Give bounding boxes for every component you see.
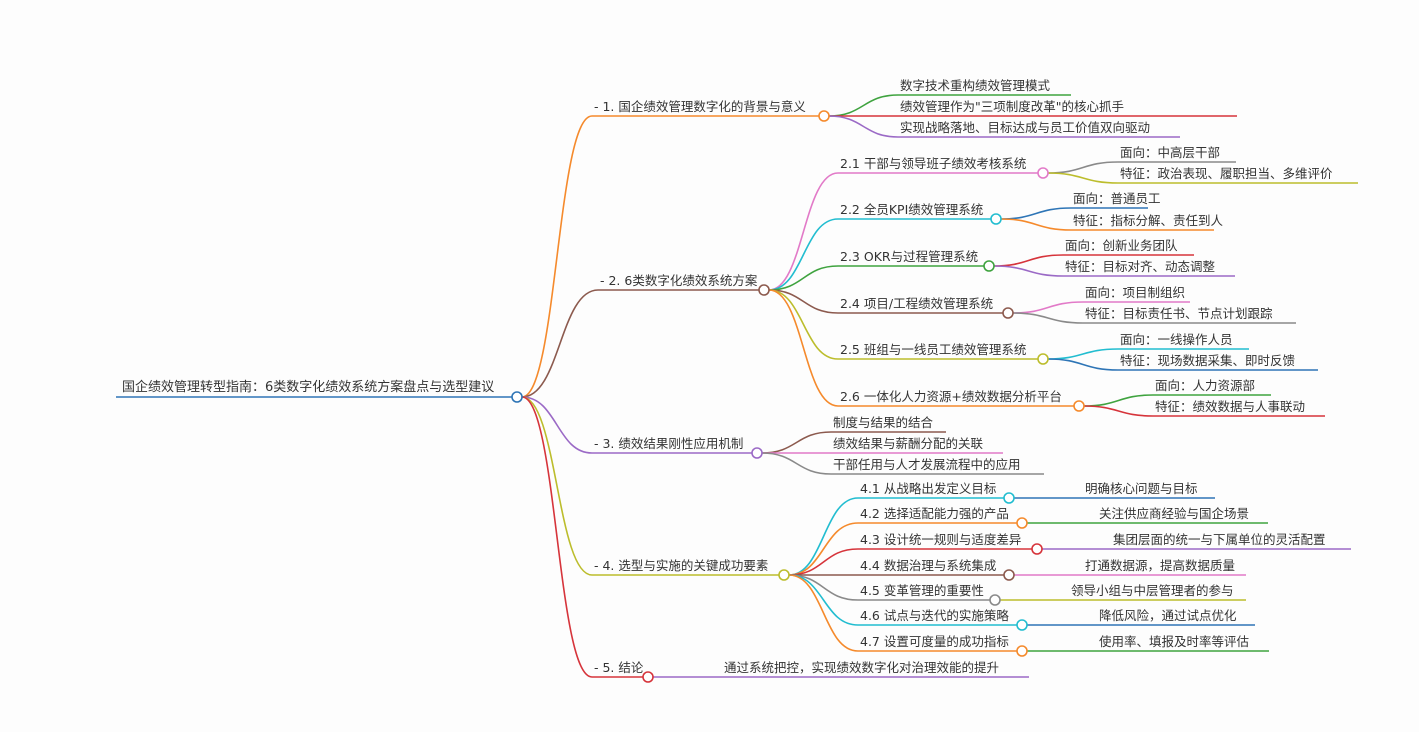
leaf-topic[interactable]: 面向：中高层干部 — [1120, 145, 1221, 160]
edge-root-to-branch-3 — [521, 396, 593, 454]
edge-root-to-branch-5 — [521, 396, 593, 678]
leaf-topic[interactable]: 使用率、填报及时率等评估 — [1099, 634, 1250, 649]
subtopic-4-2[interactable]: 4.2 选择适配能力强的产品 — [860, 506, 1009, 521]
edge-branch-4-subtopic — [788, 497, 859, 576]
leaf-topic[interactable]: 面向：创新业务团队 — [1065, 238, 1178, 253]
edge-branch-4-subtopic — [788, 574, 859, 626]
collapse-toggle-icon[interactable] — [758, 284, 770, 296]
collapse-toggle-icon[interactable] — [1003, 569, 1015, 581]
edge-branch-3-leaf — [761, 431, 832, 454]
collapse-toggle-icon[interactable] — [642, 671, 654, 683]
edge-subtopic-leaf — [1000, 218, 1072, 231]
collapse-toggle-icon[interactable] — [751, 447, 763, 459]
edge-root-to-branch-1 — [521, 115, 593, 398]
edge-subtopic-leaf — [1047, 161, 1119, 174]
edge-subtopic-leaf — [993, 254, 1064, 267]
edge-subtopic-leaf — [1047, 358, 1119, 371]
leaf-topic[interactable]: 明确核心问题与目标 — [1085, 481, 1198, 496]
leaf-topic[interactable]: 关注供应商经验与国企场景 — [1099, 506, 1250, 521]
subtopic-2-5[interactable]: 2.5 班组与一线员工绩效管理系统 — [840, 342, 1027, 357]
collapse-toggle-icon[interactable] — [1073, 400, 1085, 412]
subtopic-4-7[interactable]: 4.7 设置可度量的成功指标 — [860, 634, 1009, 649]
subtopic-2-6[interactable]: 2.6 一体化人力资源+绩效数据分析平台 — [840, 389, 1062, 404]
subtopic-2-2[interactable]: 2.2 全员KPI绩效管理系统 — [840, 202, 984, 217]
subtopic-2-3[interactable]: 2.3 OKR与过程管理系统 — [840, 249, 979, 264]
edge-subtopic-leaf — [1083, 394, 1154, 407]
mindmap-edges — [116, 94, 1358, 678]
edge-branch-2-subtopic — [768, 289, 839, 360]
edge-root-to-branch-4 — [521, 396, 593, 576]
edge-branch-1-leaf — [828, 94, 899, 117]
edge-subtopic-leaf — [993, 265, 1064, 277]
mindmap-nodes — [511, 110, 1085, 683]
edge-subtopic-leaf — [1083, 405, 1154, 417]
leaf-topic[interactable]: 面向：一线操作人员 — [1120, 332, 1233, 347]
collapse-toggle-icon[interactable] — [511, 391, 523, 403]
edge-root-to-branch-2 — [521, 289, 599, 398]
leaf-topic[interactable]: 降低风险，通过试点优化 — [1099, 608, 1237, 623]
root-topic[interactable]: 国企绩效管理转型指南：6类数字化绩效系统方案盘点与选型建议 — [122, 380, 495, 395]
edge-branch-3-leaf — [761, 452, 832, 475]
leaf-topic[interactable]: 绩效管理作为"三项制度改革"的核心抓手 — [900, 99, 1124, 114]
edge-branch-2-subtopic — [768, 218, 839, 291]
leaf-topic[interactable]: 打通数据源，提高数据质量 — [1085, 558, 1236, 573]
edge-branch-4-subtopic — [788, 548, 859, 576]
branch-topic-4[interactable]: - 4. 选型与实施的关键成功要素 — [594, 558, 769, 573]
collapse-toggle-icon[interactable] — [983, 260, 995, 272]
collapse-toggle-icon[interactable] — [778, 569, 790, 581]
leaf-topic[interactable]: 集团层面的统一与下属单位的灵活配置 — [1113, 532, 1326, 547]
edge-branch-1-leaf — [828, 115, 899, 138]
collapse-toggle-icon[interactable] — [989, 594, 1001, 606]
collapse-toggle-icon[interactable] — [1037, 167, 1049, 179]
collapse-toggle-icon[interactable] — [1016, 619, 1028, 631]
edge-branch-2-subtopic — [768, 172, 839, 291]
edge-branch-4-subtopic — [788, 522, 859, 576]
subtopic-2-4[interactable]: 2.4 项目/工程绩效管理系统 — [840, 296, 994, 311]
branch-topic-2[interactable]: - 2. 6类数字化绩效系统方案 — [600, 273, 758, 288]
collapse-toggle-icon[interactable] — [818, 110, 830, 122]
leaf-topic[interactable]: 特征：现场数据采集、即时反馈 — [1120, 353, 1296, 368]
leaf-topic[interactable]: 通过系统把控，实现绩效数字化对治理效能的提升 — [724, 660, 1000, 675]
subtopic-4-3[interactable]: 4.3 设计统一规则与适度差异 — [860, 532, 1022, 547]
leaf-topic[interactable]: 特征：指标分解、责任到人 — [1073, 213, 1224, 228]
leaf-topic[interactable]: 制度与结果的结合 — [833, 415, 934, 430]
leaf-topic[interactable]: 领导小组与中层管理者的参与 — [1071, 583, 1234, 598]
branch-topic-1[interactable]: - 1. 国企绩效管理数字化的背景与意义 — [594, 99, 806, 114]
edge-branch-2-subtopic — [768, 265, 839, 291]
leaf-topic[interactable]: 干部任用与人才发展流程中的应用 — [833, 457, 1021, 472]
leaf-topic[interactable]: 特征：绩效数据与人事联动 — [1155, 399, 1306, 414]
collapse-toggle-icon[interactable] — [1016, 517, 1028, 529]
edge-branch-4-subtopic — [788, 574, 859, 601]
leaf-topic[interactable]: 面向：人力资源部 — [1155, 378, 1256, 393]
leaf-topic[interactable]: 特征：目标对齐、动态调整 — [1065, 259, 1216, 274]
leaf-topic[interactable]: 绩效结果与薪酬分配的关联 — [833, 436, 984, 451]
edge-branch-4-subtopic — [788, 574, 859, 652]
edge-subtopic-leaf — [1012, 301, 1084, 314]
edge-subtopic-leaf — [1012, 312, 1084, 324]
leaf-topic[interactable]: 面向：项目制组织 — [1085, 285, 1186, 300]
subtopic-4-5[interactable]: 4.5 变革管理的重要性 — [860, 583, 984, 598]
leaf-topic[interactable]: 面向：普通员工 — [1073, 191, 1161, 206]
leaf-topic[interactable]: 实现战略落地、目标达成与员工价值双向驱动 — [900, 120, 1151, 135]
leaf-topic[interactable]: 特征：政治表现、履职担当、多维评价 — [1120, 166, 1333, 181]
edge-subtopic-leaf — [1047, 172, 1119, 184]
edge-subtopic-leaf — [1000, 207, 1072, 220]
collapse-toggle-icon[interactable] — [1031, 543, 1043, 555]
subtopic-4-6[interactable]: 4.6 试点与迭代的实施策略 — [860, 608, 1009, 623]
collapse-toggle-icon[interactable] — [1016, 645, 1028, 657]
branch-topic-3[interactable]: - 3. 绩效结果刚性应用机制 — [594, 436, 744, 451]
subtopic-4-1[interactable]: 4.1 从战略出发定义目标 — [860, 481, 997, 496]
branch-topic-5[interactable]: - 5. 结论 — [594, 660, 644, 675]
collapse-toggle-icon[interactable] — [1003, 492, 1015, 504]
subtopic-2-1[interactable]: 2.1 干部与领导班子绩效考核系统 — [840, 156, 1027, 171]
edge-subtopic-leaf — [1047, 348, 1119, 360]
leaf-topic[interactable]: 特征：目标责任书、节点计划跟踪 — [1085, 306, 1273, 321]
subtopic-4-4[interactable]: 4.4 数据治理与系统集成 — [860, 558, 997, 573]
leaf-topic[interactable]: 数字技术重构绩效管理模式 — [900, 78, 1051, 93]
collapse-toggle-icon[interactable] — [1037, 353, 1049, 365]
collapse-toggle-icon[interactable] — [1002, 307, 1014, 319]
edge-branch-2-subtopic — [768, 289, 839, 407]
collapse-toggle-icon[interactable] — [990, 213, 1002, 225]
edge-branch-2-subtopic — [768, 289, 839, 314]
